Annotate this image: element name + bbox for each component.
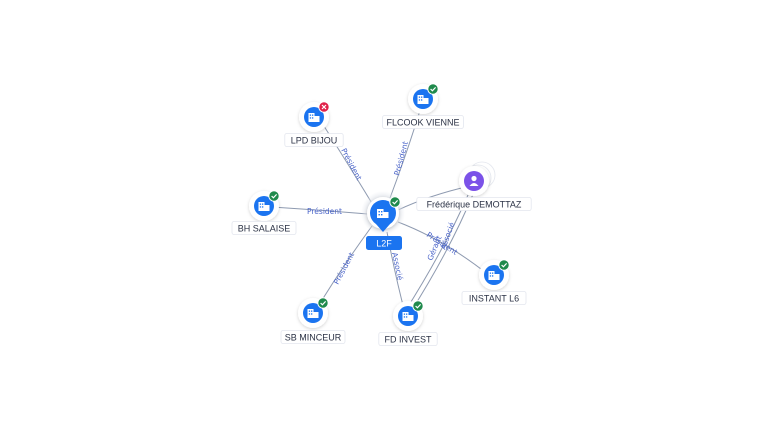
node-sb-minceur[interactable]: SB MINCEUR bbox=[280, 297, 346, 344]
node-fd-invest[interactable]: FD INVEST bbox=[378, 300, 438, 346]
status-cross-icon bbox=[318, 101, 330, 113]
node-label: BH SALAISE bbox=[238, 224, 291, 234]
edge-label-sb-minceur: Président bbox=[332, 251, 356, 286]
status-check-icon bbox=[389, 196, 401, 208]
node-label: FLCOOK VIENNE bbox=[386, 118, 459, 128]
node-label: FD INVEST bbox=[384, 335, 432, 345]
node-frederique-demottaz[interactable]: Frédérique DEMOTTAZ bbox=[416, 161, 532, 211]
node-label: LPD BIJOU bbox=[291, 136, 338, 146]
building-icon bbox=[307, 309, 319, 318]
building-icon bbox=[402, 312, 414, 321]
status-check-icon bbox=[498, 259, 510, 271]
edge-label-fd-invest: Associé bbox=[390, 252, 405, 282]
status-check-icon bbox=[427, 83, 439, 95]
edge-bh-salaise bbox=[271, 206, 369, 215]
edge-label-bh-salaise: Président bbox=[307, 207, 342, 216]
edge-label-flcook-vienne: Président bbox=[392, 140, 410, 176]
building-icon bbox=[258, 202, 270, 211]
building-icon bbox=[308, 113, 320, 122]
person-icon bbox=[469, 175, 479, 186]
status-check-icon bbox=[268, 190, 280, 202]
status-check-icon bbox=[317, 297, 329, 309]
node-instant-l6[interactable]: INSTANT L6 bbox=[461, 259, 527, 305]
node-label: INSTANT L6 bbox=[469, 294, 519, 304]
center-node[interactable]: L2F bbox=[361, 191, 405, 250]
building-icon bbox=[417, 95, 429, 104]
node-label: SB MINCEUR bbox=[285, 333, 342, 343]
node-label: Frédérique DEMOTTAZ bbox=[427, 200, 522, 210]
building-icon bbox=[377, 209, 389, 218]
status-check-icon bbox=[412, 300, 424, 312]
node-lpd-bijou[interactable]: LPD BIJOU bbox=[284, 101, 344, 147]
node-flcook-vienne[interactable]: FLCOOK VIENNE bbox=[382, 83, 464, 129]
edge-label-lpd-bijou: Président bbox=[339, 147, 363, 182]
nodes-layer: LPD BIJOU FLCOOK VIENNE Frédérique DEMOTTA… bbox=[231, 83, 532, 346]
center-label: L2F bbox=[376, 239, 392, 249]
building-icon bbox=[488, 271, 500, 280]
node-bh-salaise[interactable]: BH SALAISE bbox=[231, 190, 297, 235]
